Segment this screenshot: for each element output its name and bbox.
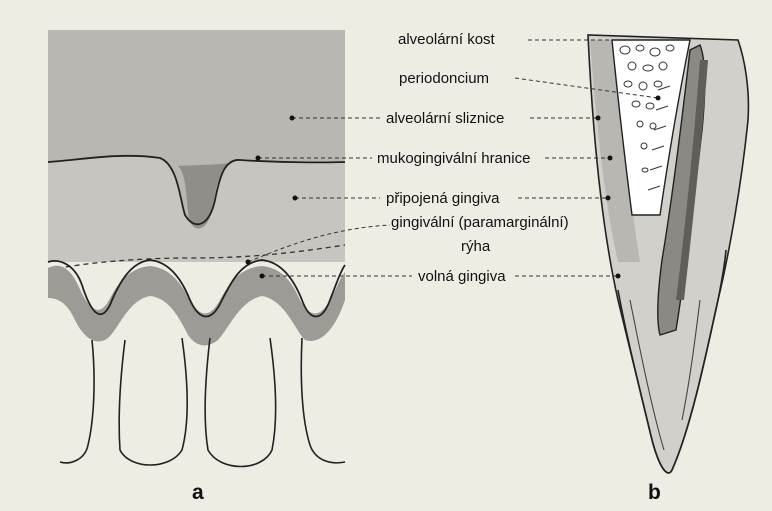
tooth-2 xyxy=(119,338,187,465)
panel-a-frontal-view xyxy=(48,30,345,467)
tooth-1 xyxy=(60,340,94,463)
free-gingiva-scallops xyxy=(48,266,345,346)
label-gingival-groove-line1: gingivální (paramarginální) xyxy=(391,214,569,231)
label-free-gingiva: volná gingiva xyxy=(418,268,506,285)
tooth-3 xyxy=(205,338,276,467)
panel-label-b: b xyxy=(648,481,661,505)
panel-b-cross-section xyxy=(588,35,748,473)
teeth xyxy=(60,338,345,467)
label-alveolar-bone: alveolární kost xyxy=(398,31,495,48)
label-attached-gingiva: připojená gingiva xyxy=(386,190,499,207)
label-periodontium: periodoncium xyxy=(399,70,489,87)
label-mucogingival-border: mukogingivální hranice xyxy=(377,150,530,167)
panel-label-a: a xyxy=(192,481,204,505)
label-alveolar-mucosa: alveolární sliznice xyxy=(386,110,504,127)
label-gingival-groove-line2: rýha xyxy=(461,238,490,255)
tooth-4 xyxy=(301,338,345,463)
